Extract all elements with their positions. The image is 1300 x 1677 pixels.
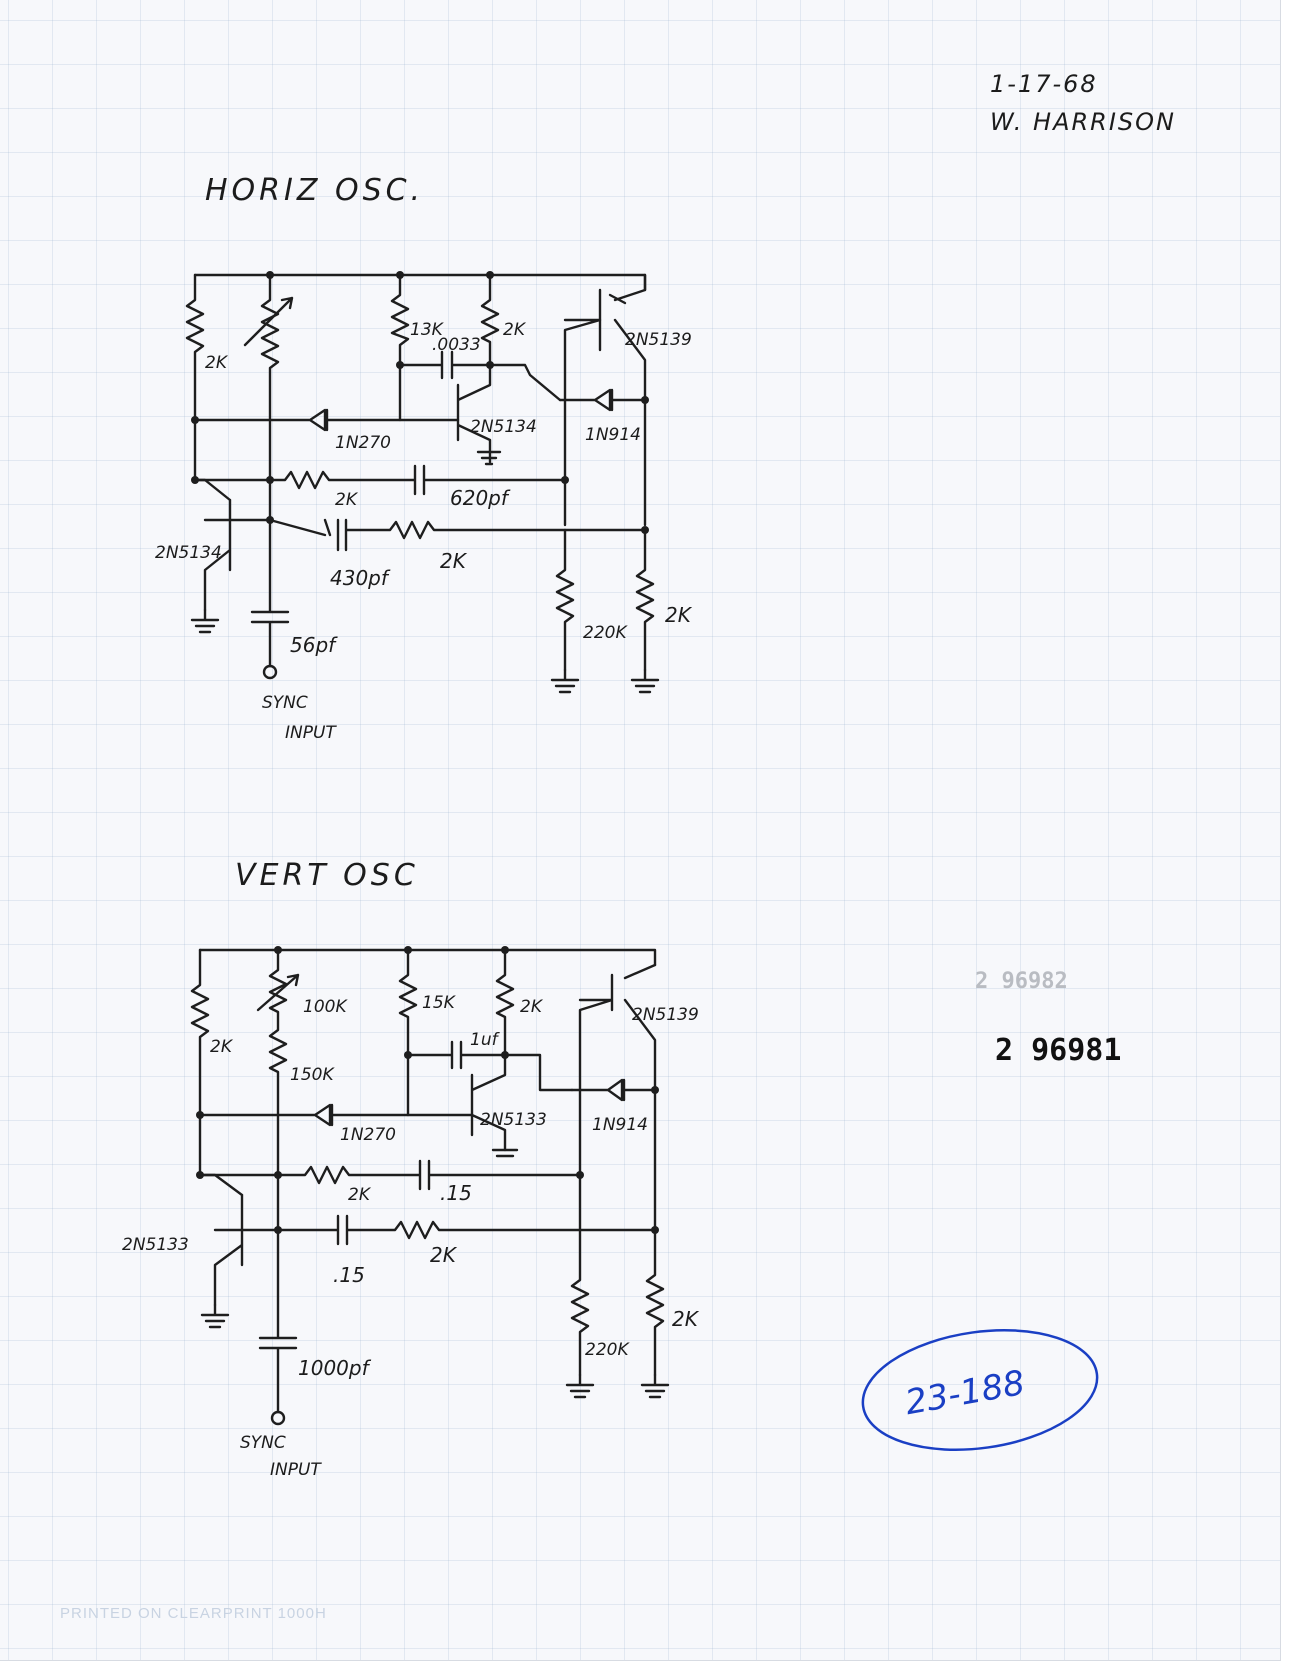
vert-100k-label: 100K [303,997,348,1017]
faint-stamp-number: 2 96982 [975,969,1068,994]
vert-150k-label: 150K [290,1065,335,1085]
date-text: 1-17-68 [990,70,1098,98]
horiz-top-2k-label: 2K [503,320,527,340]
blue-ink-circle [861,1329,1099,1451]
graph-paper-sheet: 1-17-68 W. HARRISON HORIZ OSC. [0,0,1280,1660]
schematic-drawing: 1-17-68 W. HARRISON HORIZ OSC. [60,70,1176,1622]
vert-1000pf-label: 1000pf [298,1356,372,1380]
vert-d1-label: 1N270 [340,1125,396,1145]
vert-sync-label-1: SYNC [240,1433,286,1453]
vert-1uf-label: 1uf [470,1030,501,1050]
horiz-sync-label-1: SYNC [262,693,308,713]
horiz-feedback-2k-label: 2K [335,490,359,510]
horiz-cap-0033-label: .0033 [432,335,481,355]
vert-lower-2k-label: 2K [430,1243,458,1267]
horiz-q-mid-label: 2N5134 [470,417,537,437]
vert-c15b-label: .15 [333,1263,365,1287]
vert-circuit [190,946,670,1426]
vert-feedback-2k-label: 2K [348,1185,372,1205]
horiz-d1-label: 1N270 [335,433,391,453]
blue-note-text: 23-188 [902,1363,1028,1423]
horiz-d2-label: 1N914 [585,425,641,445]
horiz-title: HORIZ OSC. [205,173,424,208]
vert-q-out-label: 2N5139 [632,1005,699,1025]
horiz-13k-label: 13K [410,320,445,340]
horiz-56pf-label: 56pf [290,633,338,657]
horiz-sync-label-2: INPUT [285,723,337,743]
horiz-620pf-label: 620pf [450,486,511,510]
vert-220k-label: 220K [585,1340,630,1360]
vert-q-mid-label: 2N5133 [480,1110,547,1130]
author-text: W. HARRISON [990,108,1176,136]
paper-footer-text: PRINTED ON CLEARPRINT 1000H [60,1605,327,1622]
horiz-out-2k-label: 2K [665,603,693,627]
vert-q-left-label: 2N5133 [122,1235,189,1255]
horiz-430pf-label: 430pf [330,566,391,590]
vert-title: VERT OSC [235,858,419,893]
horiz-q-out-label: 2N5139 [625,330,692,350]
horiz-circuit [185,271,660,694]
stamp-number: 2 96981 [995,1033,1121,1068]
vert-left-resistor-label: 2K [210,1037,234,1057]
horiz-220k-label: 220K [583,623,628,643]
vert-d2-label: 1N914 [592,1115,648,1135]
vert-sync-label-2: INPUT [270,1460,322,1480]
vert-top-2k-label: 2K [520,997,544,1017]
vert-out-2k-label: 2K [672,1307,700,1331]
horiz-lower-2k-label: 2K [440,549,468,573]
vert-c15a-label: .15 [440,1181,472,1205]
horiz-left-resistor-label: 2K [205,353,229,373]
vert-15k-label: 15K [422,993,457,1013]
horiz-q-left-label: 2N5134 [155,543,222,563]
